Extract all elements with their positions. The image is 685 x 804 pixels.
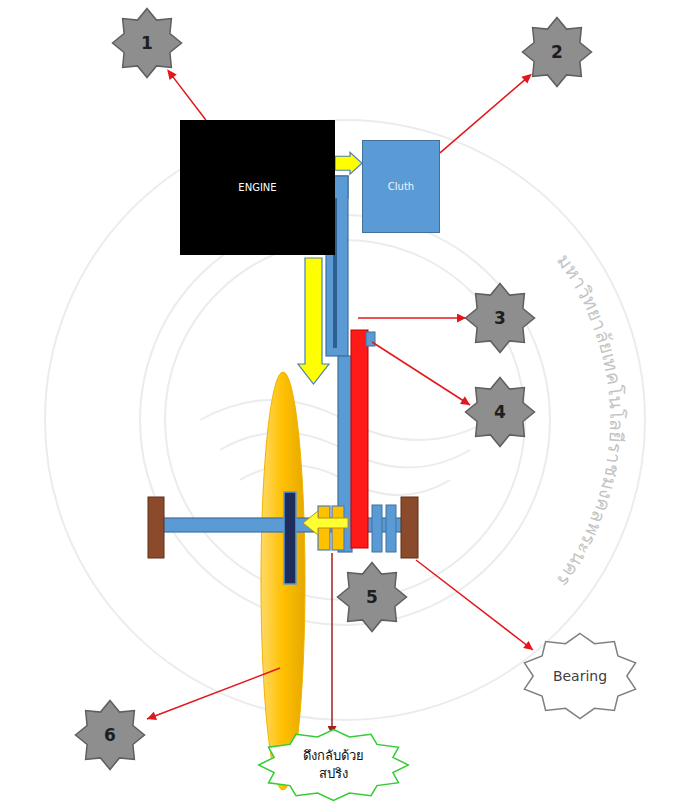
callout-number: 5 [366,586,378,609]
callout-number: 2 [551,41,563,64]
callout-number: 1 [141,32,153,55]
callout-number: 3 [494,307,506,330]
star-shape [466,284,535,353]
bearing-callout: Bearing [520,632,640,720]
star-shape [524,634,635,719]
bearing-block [401,497,418,558]
leader-line [147,668,280,719]
callout-star: 1 [111,7,183,79]
leader-line [331,553,333,735]
star-shape [466,378,535,447]
hub-block [386,505,396,552]
watermark-text: มหาวิทยาลัยเทคโนโลยีราชมงคลพระนคร [553,249,628,591]
callout-star: 3 [464,282,536,354]
hub-block [372,505,382,552]
part-name: Bearing [553,667,607,686]
star-shape [523,18,592,87]
flow-arrow [298,258,329,384]
leader-line [416,560,533,650]
engine-label: ENGINE [238,181,276,195]
arrow-head [521,74,532,84]
clutch-box: Cluth [362,140,440,233]
leader-arrow [440,74,532,153]
star-shape [338,563,407,632]
leader-line [358,317,466,319]
callout-number: 6 [104,724,116,747]
callout-star: 2 [521,16,593,88]
engine-box: ENGINE [180,120,335,255]
note-text: ดึงกลับด้วย สปริง [290,747,376,782]
arrow-head [167,69,177,80]
spring-callout: ดึงกลับด้วย สปริง [257,728,410,802]
callout-star: 4 [464,376,536,448]
red-lever [351,330,368,548]
star-shape [113,9,182,78]
star-shape [76,701,145,770]
block-arrow [335,152,362,174]
power-flow-arrow [335,152,362,174]
callout-star: 5 [336,561,408,633]
leader-arrow [167,69,206,120]
pressure-plate [284,492,296,584]
leader-line [372,342,470,405]
callout-star: 6 [74,699,146,771]
slide-arrow [303,511,348,535]
star-shape [258,730,408,801]
leader-line [172,76,206,120]
watermark-seal [45,120,645,720]
callout-number: 4 [494,401,506,424]
gold-disc [261,372,305,790]
bearing-block [148,497,164,558]
clutch-label: Cluth [388,180,414,194]
leader-line [440,79,526,153]
star-outline [257,728,410,802]
